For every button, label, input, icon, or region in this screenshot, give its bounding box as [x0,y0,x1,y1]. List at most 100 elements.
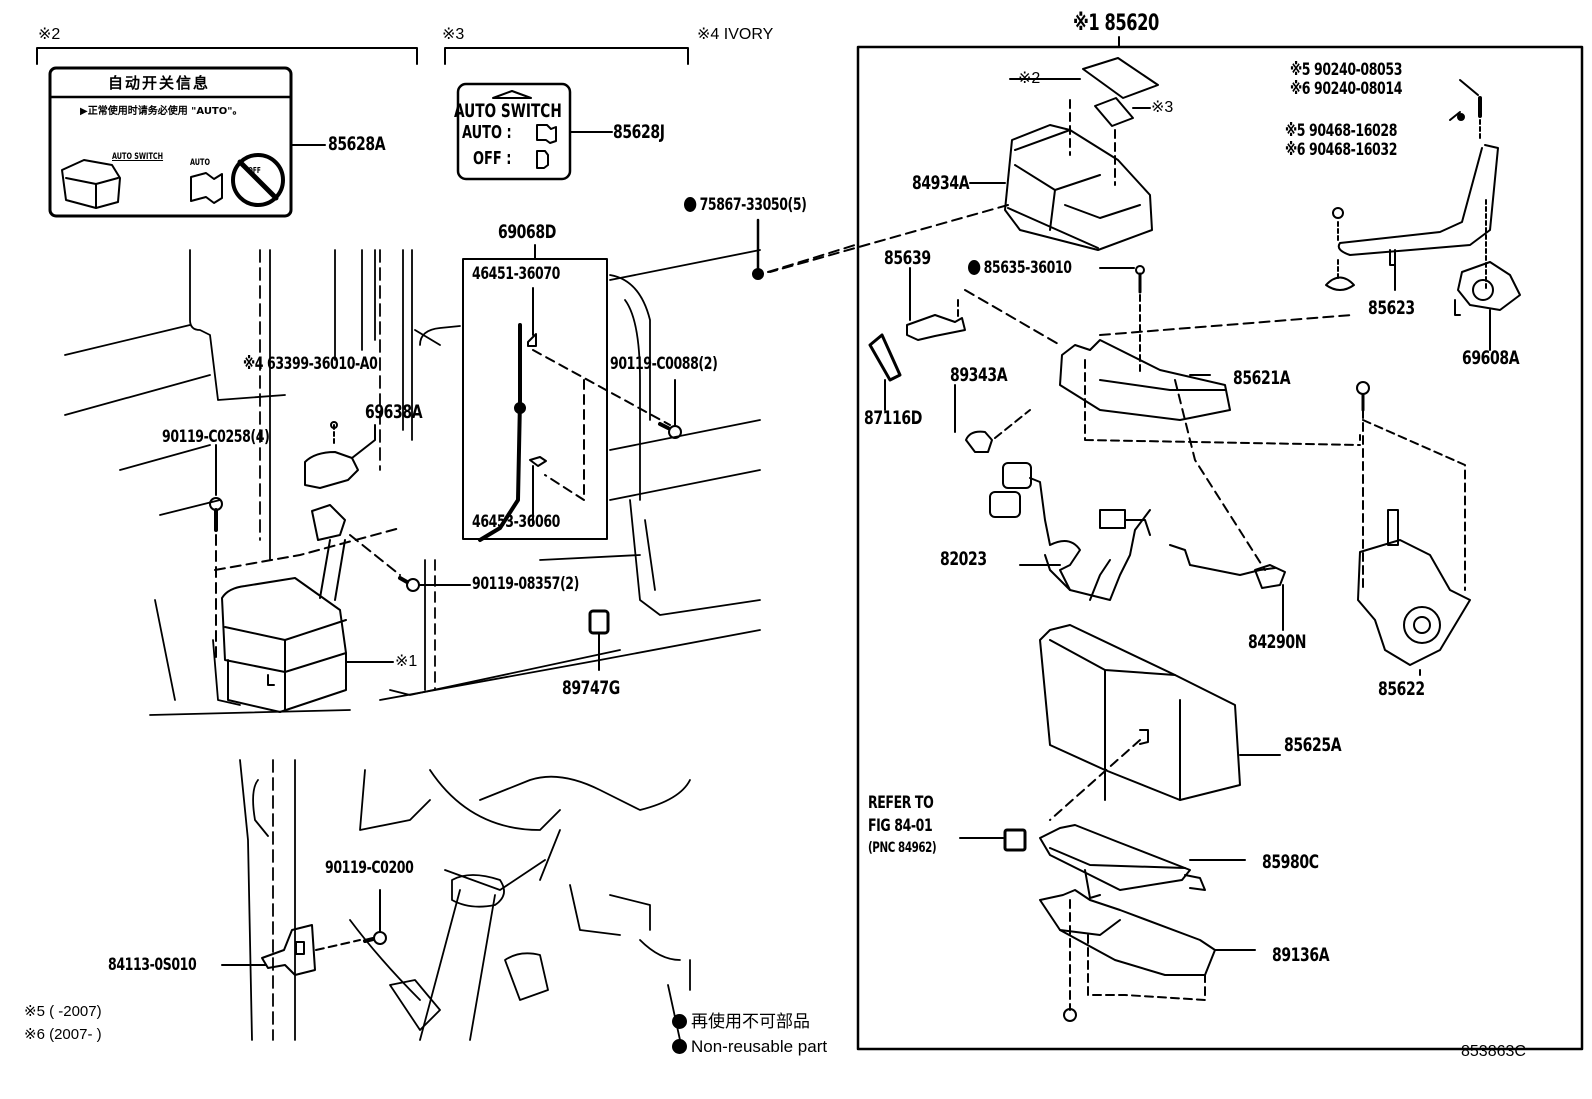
refer-to-pnc-84962: (PNC 84962) [868,840,937,856]
spring-87116D [868,333,902,411]
sticker-en-title: AUTO SWITCH [454,100,562,122]
bolt-90119-C0088 [658,379,682,439]
part-label-90119-C0258[interactable]: 90119-C0258(4) [162,427,270,447]
part-label-90119-C0088[interactable]: 90119-C0088(2) [610,354,718,374]
part-label-82023[interactable]: 82023 [940,548,987,570]
label-plate-x2 [1009,57,1159,156]
bracket-89136A [1039,889,1256,1022]
case-85625A [1039,624,1281,821]
non-reusable-marker-icon [968,260,981,275]
part-label-89343A[interactable]: 89343A [950,364,1008,386]
figure-id: 853863C [1461,1043,1526,1060]
part-label-63399-36010-A0[interactable]: ※4 63399-36010-A0 [243,354,378,374]
sensor-84290N [1254,564,1286,631]
bracket-84113 [221,924,361,976]
part-label-85622[interactable]: 85622 [1378,678,1425,700]
legend-en-text: Non-reusable part [691,1037,828,1056]
sticker-zh-title: 自动开关信息 [108,74,211,92]
part-label-90468-16032[interactable]: ※6 90468-16032 [1285,140,1398,160]
bolt-85635 [964,265,1353,376]
motor-85622 [1356,381,1471,676]
part-label-46451-36070[interactable]: 46451-36070 [472,264,560,284]
part-label-x3-plate[interactable]: ※3 [1151,99,1174,116]
part-label-84290N[interactable]: 84290N [1248,631,1307,653]
bracket-85621A [1059,339,1361,571]
part-69638A [304,421,376,489]
assembly-85620-frame [856,36,1584,1051]
part-number-text: 85635-36010 [983,258,1072,278]
group-bracket-2 [36,47,418,65]
part-label-85621A[interactable]: 85621A [1233,367,1291,389]
part-label-90119-C0200[interactable]: 90119-C0200 [325,858,414,878]
refer-to-fig-84-01[interactable]: FIG 84-01 [868,816,933,836]
sticker-85628J [456,82,613,181]
sticker-zh-off-label: OFF [248,166,261,175]
arm-85623 [1325,144,1499,291]
clip-75867 [752,218,856,280]
group-label-3: ※3 [442,26,465,43]
ecu-85980C [1039,824,1246,899]
part-label-75867-33050[interactable]: 75867-33050(5) [684,195,807,215]
cable-assembly-69068D-frame [462,244,671,542]
note-5-date-range: ※5 ( -2007) [24,1003,102,1020]
bolt-90119-08357 [349,534,471,592]
label-plate-x3 [1094,97,1151,186]
part-label-90240-08053[interactable]: ※5 90240-08053 [1290,60,1403,80]
part-label-90119-08357[interactable]: 90119-08357(2) [472,574,579,594]
motor-69608A [1454,261,1521,351]
part-label-84113-0S010[interactable]: 84113-0S010 [108,955,197,975]
part-label-69608A[interactable]: 69608A [1462,347,1520,369]
non-reusable-dot-icon [672,1039,687,1054]
legend-zh-text: 再使用不可部品 [691,1012,810,1031]
assembly-label-85620: ※1 85620 [1073,11,1159,36]
part-label-85639[interactable]: 85639 [884,247,931,269]
part-label-x2-plate[interactable]: ※2 [1018,70,1041,87]
bracket-85639 [906,267,966,341]
cover-84934A [769,124,1153,273]
part-label-85628A[interactable]: 85628A [328,133,386,155]
part-label-69638A[interactable]: 69638A [365,401,423,423]
harness-82023 [989,462,1276,601]
part-label-89747G[interactable]: 89747G [562,677,620,699]
non-reusable-dot-icon [672,1014,687,1029]
group-label-4-ivory: ※4 IVORY [697,26,774,43]
part-label-90240-08014[interactable]: ※6 90240-08014 [1290,79,1403,99]
part-label-69068D[interactable]: 69068D [498,221,556,243]
legend-non-reusable-en: Non-reusable part [672,1038,827,1056]
group-bracket-3 [444,47,689,65]
part-label-85635-36010[interactable]: 85635-36010 [968,258,1072,278]
bolt-90119-C0200 [363,889,387,945]
part-label-46453-36060[interactable]: 46453-36060 [472,512,560,532]
sticker-en-off-row: OFF : [473,148,512,169]
part-label-85623[interactable]: 85623 [1368,297,1415,319]
non-reusable-marker-icon [684,197,697,212]
part-label-90468-16028[interactable]: ※5 90468-16028 [1285,121,1398,141]
cabin-lower-outline [239,759,691,1041]
part-label-84934A[interactable]: 84934A [912,172,970,194]
part-label-x1[interactable]: ※1 [395,653,418,670]
part-label-89136A[interactable]: 89136A [1272,944,1330,966]
part-label-87116D[interactable]: 87116D [864,407,922,429]
connector-refer-84962 [959,828,1027,852]
part-label-85980C[interactable]: 85980C [1262,851,1319,873]
part-label-85628J[interactable]: 85628J [613,121,665,143]
controller-box-left [214,504,401,713]
bolts-90240-90468 [1449,79,1482,141]
legend-non-reusable-zh: 再使用不可部品 [672,1013,810,1031]
group-label-2: ※2 [38,26,61,43]
bolt-90119-C0258 [209,444,223,661]
part-number-text: 75867-33050(5) [699,195,807,215]
sticker-en-auto-row: AUTO : [462,122,512,143]
sticker-85628A [48,66,326,218]
sticker-zh-switch-label: AUTO SWITCH [112,152,164,162]
note-6-date-range: ※6 (2007- ) [24,1026,102,1043]
refer-to-line1: REFER TO [868,793,934,813]
part-label-85625A[interactable]: 85625A [1284,734,1342,756]
clip-89343A [954,384,1031,453]
sticker-zh-line1: ▶正常使用时请务必使用 "AUTO"。 [80,106,243,117]
vehicle-body-outline [64,249,761,716]
sticker-zh-auto-label: AUTO [190,158,210,168]
clip-89747G [588,609,610,671]
